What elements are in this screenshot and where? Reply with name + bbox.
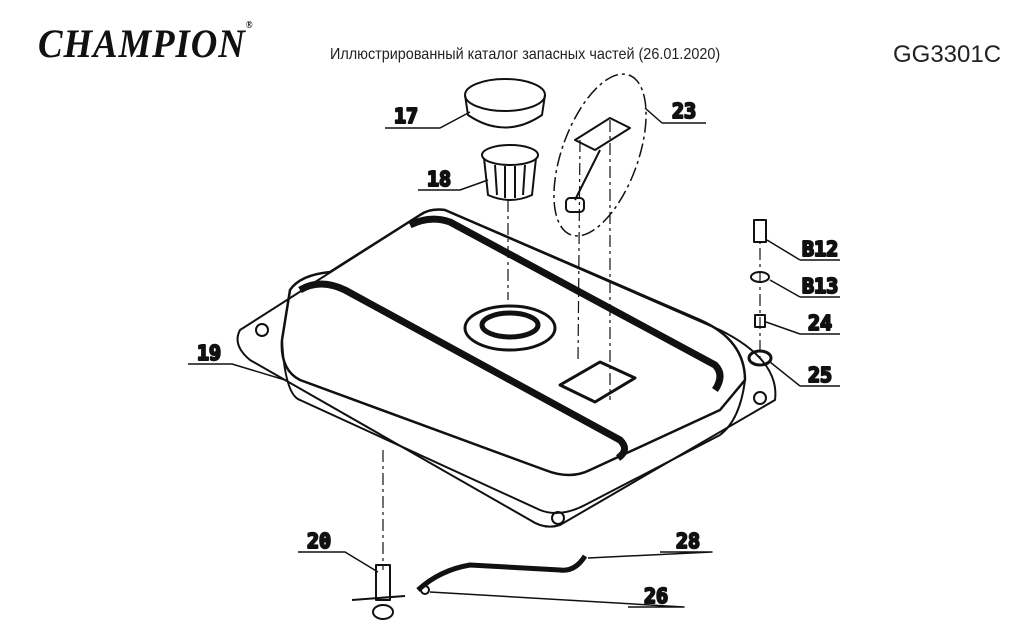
tank-rib: [298, 280, 628, 461]
fuel-gauge: [553, 73, 647, 237]
callout-23: 23: [672, 99, 696, 123]
callout-18: 18: [427, 167, 451, 191]
spacer-24: [754, 314, 766, 328]
callout-17: 17: [394, 104, 418, 128]
fuel-hose: [416, 554, 588, 592]
fuel-tank: [280, 208, 747, 477]
callout-28: 28: [676, 529, 700, 553]
hose-clamp: [420, 585, 430, 595]
nut-25: [747, 349, 773, 367]
catalog-title: Иллюстрированный каталог запасных частей…: [330, 46, 721, 63]
fuel-valve: [351, 564, 406, 620]
callout-b12: B12: [802, 237, 838, 261]
callout-26: 26: [644, 584, 668, 608]
callout-19: 19: [197, 341, 221, 365]
tank-flange: [236, 208, 777, 528]
filler-neck: [463, 304, 557, 352]
callout-20: 20: [307, 529, 331, 553]
callout-b13: B13: [802, 274, 838, 298]
callout-24: 24: [808, 311, 832, 335]
gauge-seat: [558, 360, 637, 404]
fuel-strainer: [481, 144, 539, 201]
model-number: GG3301C: [893, 41, 1002, 68]
callout-25: 25: [808, 363, 832, 387]
washer-b13: [750, 271, 770, 283]
champion-logo: CHAMPION®: [38, 20, 254, 66]
tank-rib: [408, 215, 724, 392]
fuel-cap: [464, 78, 546, 129]
bolt-b12: [753, 219, 767, 243]
